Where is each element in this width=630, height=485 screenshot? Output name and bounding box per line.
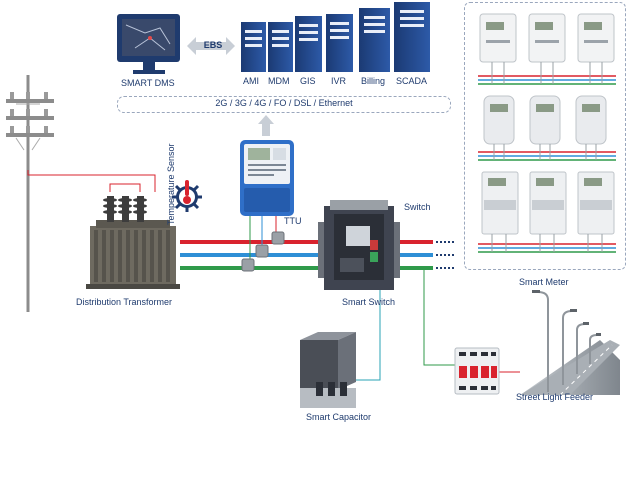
server-rack-icons [241, 2, 430, 72]
mcb-breaker-icon [454, 347, 500, 395]
server-label-mdm: MDM [268, 76, 290, 86]
server-label-scada: SCADA [396, 76, 428, 86]
smart-capacitor-icon [300, 332, 356, 408]
utility-pole [6, 75, 54, 312]
streetlight-feeder-line [423, 270, 455, 366]
distribution-transformer-icon [86, 196, 180, 289]
ttu-label: TTU [284, 216, 302, 226]
uplink-arrow-icon [258, 115, 274, 136]
smart-switch-icon [318, 200, 400, 290]
smart-capacitor-label: Smart Capacitor [306, 412, 372, 422]
smart-meter-grid [478, 13, 616, 253]
server-label-gis: GIS [300, 76, 316, 86]
temperature-sensor-icon [172, 180, 202, 212]
ebs-label: EBS [203, 40, 223, 50]
street-light-road-icon [520, 290, 620, 396]
ttu-meter-icon [240, 140, 294, 216]
street-light-feeder-label: Street Light Feeder [516, 392, 594, 402]
smart-dms-monitor-icon [117, 14, 180, 74]
smart-switch-label: Smart Switch [342, 297, 396, 307]
server-label-ivr: IVR [331, 76, 347, 86]
temperature-sensor-label: Temperature Sensor [166, 143, 176, 225]
switch-label: Switch [404, 202, 431, 212]
communication-label: 2G / 3G / 4G / FO / DSL / Ethernet [215, 98, 353, 108]
communication-bar: 2G / 3G / 4G / FO / DSL / Ethernet [117, 96, 451, 113]
smart-meter-panel [464, 2, 626, 270]
server-label-ami: AMI [243, 76, 260, 86]
smart-meter-label: Smart Meter [519, 277, 569, 287]
distribution-transformer-label: Distribution Transformer [76, 297, 173, 307]
server-label-billing: Billing [361, 76, 386, 86]
smart-dms-label: SMART DMS [121, 78, 175, 88]
current-transformers [241, 216, 285, 272]
ebs-arrow-icon [187, 37, 235, 55]
ebs-badge: EBS [193, 37, 233, 55]
pole-lead-wire [27, 170, 156, 192]
capacitor-feeder-line [350, 290, 381, 381]
